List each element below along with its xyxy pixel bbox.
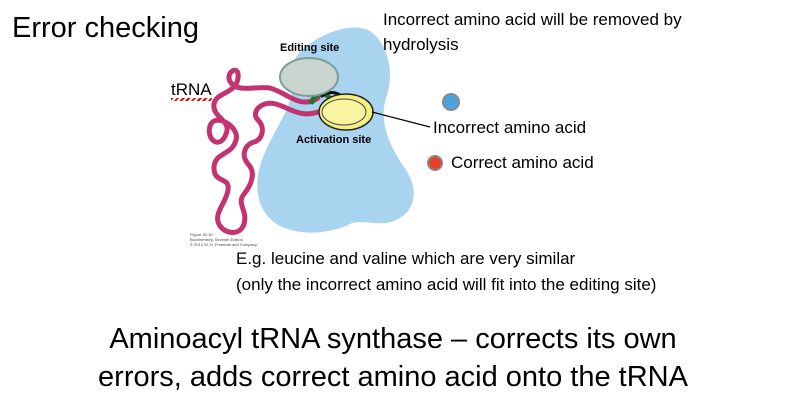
summary-text: Aminoacyl tRNA synthase – corrects its o… [0, 320, 786, 396]
trna-label: tRNA [171, 80, 212, 101]
enzyme-shape [257, 27, 414, 233]
editing-site-label: Editing site [280, 42, 340, 54]
incorrect-amino-acid-dot [442, 93, 460, 111]
correct-amino-acid-dot [427, 155, 443, 171]
example-note: E.g. leucine and valine which are very s… [236, 246, 656, 298]
example-note-line: E.g. leucine and valine which are very s… [236, 249, 576, 268]
summary-line: Aminoacyl tRNA synthase – corrects its o… [109, 323, 677, 355]
figure-credit-line: Biochemistry, Seventh Edition [190, 237, 243, 242]
slide-title: Error checking [12, 12, 199, 44]
removal-note: Incorrect amino acid will be removed by … [383, 7, 682, 57]
removal-note-line: hydrolysis [383, 35, 459, 54]
correct-amino-acid-label: Correct amino acid [451, 153, 594, 172]
figure-credit: Figure 30.10 Biochemistry, Seventh Editi… [190, 232, 257, 247]
figure-credit-line: Figure 30.10 [190, 232, 213, 237]
trna-strand [206, 67, 321, 235]
incorrect-amino-acid-label: Incorrect amino acid [433, 118, 587, 137]
figure-credit-line: © 2012 W. H. Freeman and Company [190, 242, 257, 247]
activation-site-label: Activation site [296, 134, 372, 146]
removal-note-line: Incorrect amino acid will be removed by [383, 10, 682, 29]
activation-site-inner [321, 98, 367, 126]
summary-line: errors, adds correct amino acid onto the… [98, 361, 688, 393]
incorrect-pointer-line [371, 111, 431, 128]
editing-site [279, 57, 339, 97]
example-note-line: (only the incorrect amino acid will fit … [236, 275, 657, 294]
